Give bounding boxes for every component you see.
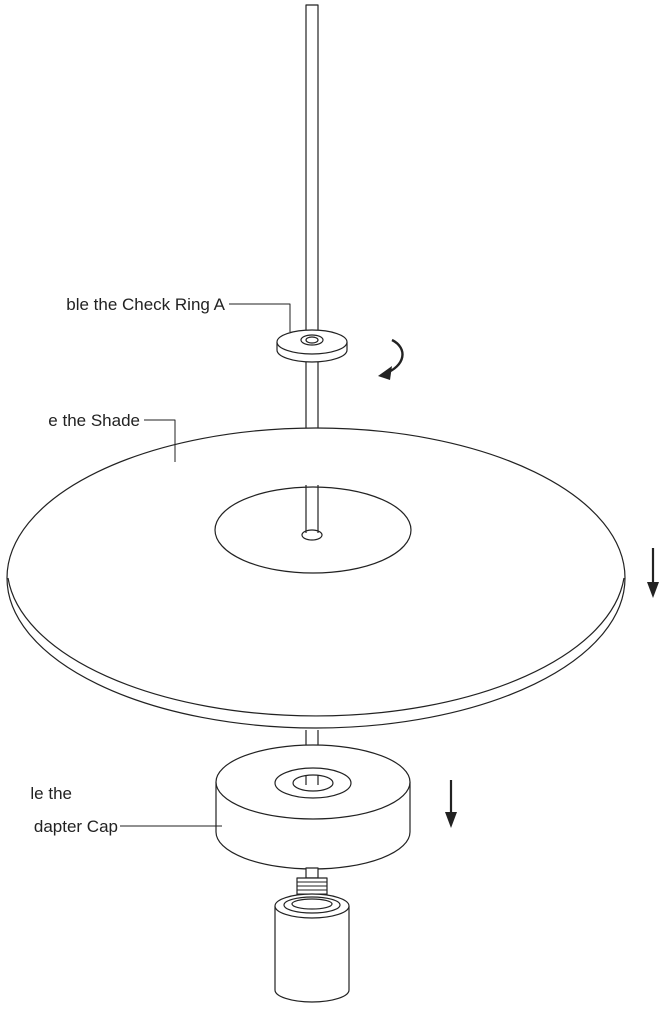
down-arrow-icon xyxy=(647,548,659,598)
shade xyxy=(6,427,626,729)
leader-lines xyxy=(120,303,291,827)
down-arrow-icon xyxy=(445,780,457,828)
leader-check-ring xyxy=(229,303,291,332)
rotate-arrow-icon xyxy=(378,338,404,380)
shade-label: e the Shade xyxy=(48,411,140,430)
check-ring-a xyxy=(276,329,348,363)
leader-shade xyxy=(144,419,176,462)
adapter-cap-label-line2: dapter Cap xyxy=(33,817,118,836)
rod-middle xyxy=(305,362,319,428)
check-ring-label: ble the Check Ring A xyxy=(66,295,225,314)
rod-upper xyxy=(305,4,319,336)
adapter-cap xyxy=(215,744,411,870)
lamp-socket xyxy=(274,893,350,1003)
adapter-cap-label-line1: le the xyxy=(30,784,72,803)
